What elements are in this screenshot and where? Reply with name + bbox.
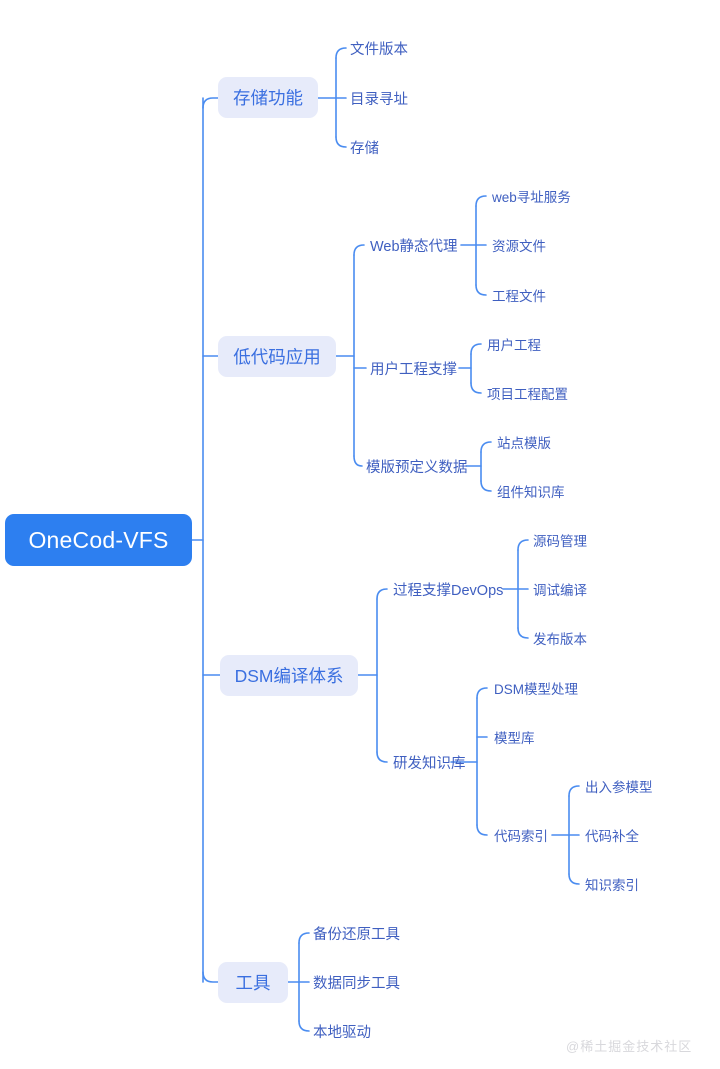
leafnode-源码管理[interactable]: 源码管理 (533, 534, 587, 549)
branch-node-dsm编译体系[interactable]: DSM编译体系 (220, 655, 358, 696)
edge-webproxy-to-c0 (475, 195, 487, 207)
leafnode-知识索引[interactable]: 知识索引 (585, 878, 639, 893)
subnode-数据同步工具[interactable]: 数据同步工具 (313, 975, 400, 992)
branch-node-工具[interactable]: 工具 (218, 962, 288, 1003)
subnode-备份还原工具[interactable]: 备份还原工具 (313, 926, 400, 943)
leafnode-代码补全[interactable]: 代码补全 (585, 829, 639, 844)
edge-codeidx-to-c0 (568, 785, 580, 797)
edge-storage-to-c2 (335, 136, 347, 148)
edge-lowcode-to-c0 (353, 244, 365, 256)
leafnode-dsm模型处理[interactable]: DSM模型处理 (494, 682, 578, 697)
leafnode-发布版本[interactable]: 发布版本 (533, 632, 587, 647)
leafnode-web寻址服务[interactable]: web寻址服务 (492, 190, 571, 205)
branch-node-存储功能[interactable]: 存储功能 (218, 77, 318, 118)
edge-codeidx-to-c2 (568, 873, 580, 885)
edge-usereng-to-c0 (470, 343, 482, 355)
leafnode-站点模版[interactable]: 站点模版 (497, 436, 551, 451)
leafnode-调试编译[interactable]: 调试编译 (533, 583, 587, 598)
edge-storage-to-c0 (335, 47, 347, 59)
subnode-用户工程支撑[interactable]: 用户工程支撑 (370, 361, 457, 378)
edge-tools-to-c2 (298, 1020, 310, 1032)
edge-rdkb-to-c2 (476, 824, 488, 836)
subnode-研发知识库[interactable]: 研发知识库 (393, 755, 466, 772)
edge-lowcode-to-c2 (353, 455, 363, 467)
subnode-本地驱动[interactable]: 本地驱动 (313, 1024, 371, 1041)
leafnode-用户工程[interactable]: 用户工程 (487, 338, 541, 353)
edge-dsm-to-c1 (376, 751, 388, 763)
leafnode-资源文件[interactable]: 资源文件 (492, 239, 546, 254)
edge-dsm-to-c0 (376, 588, 388, 600)
edge-spine-to-storage (202, 97, 219, 109)
leafnode-工程文件[interactable]: 工程文件 (492, 289, 546, 304)
watermark: @稀土掘金技术社区 (566, 1039, 693, 1054)
edge-tmpl-to-c1 (480, 480, 492, 492)
subnode-文件版本[interactable]: 文件版本 (350, 41, 408, 58)
edge-spine-to-tools (202, 971, 219, 983)
root-node-onecod-vfs[interactable]: OneCod-VFS (5, 514, 192, 566)
leafnode-代码索引[interactable]: 代码索引 (494, 829, 548, 844)
edge-usereng-to-c1 (470, 382, 482, 394)
leafnode-组件知识库[interactable]: 组件知识库 (497, 485, 565, 500)
edge-devops-to-c0 (517, 539, 529, 551)
edge-webproxy-to-c2 (475, 284, 487, 296)
subnode-存储[interactable]: 存储 (350, 140, 379, 157)
subnode-目录寻址[interactable]: 目录寻址 (350, 91, 408, 108)
subnode-过程支撑devops[interactable]: 过程支撑DevOps (393, 582, 504, 599)
edge-devops-to-c2 (517, 627, 529, 639)
leafnode-模型库[interactable]: 模型库 (494, 731, 535, 746)
edge-rdkb-to-c0 (476, 687, 488, 699)
edge-tools-to-c0 (298, 932, 310, 944)
subnode-模版预定义数据[interactable]: 模版预定义数据 (366, 459, 468, 476)
edge-tmpl-to-c0 (480, 441, 492, 453)
leafnode-出入参模型[interactable]: 出入参模型 (585, 780, 653, 795)
branch-node-低代码应用[interactable]: 低代码应用 (218, 336, 336, 377)
subnode-web静态代理[interactable]: Web静态代理 (370, 238, 458, 255)
leafnode-项目工程配置[interactable]: 项目工程配置 (487, 387, 568, 402)
